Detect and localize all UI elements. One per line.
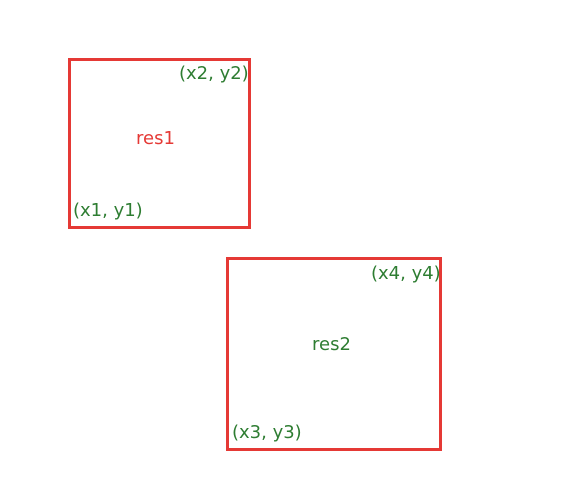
res1-label: res1 bbox=[136, 128, 175, 149]
res2-top-right-coord-label: (x4, y4) bbox=[371, 263, 441, 284]
res1-bottom-left-coord-label: (x1, y1) bbox=[73, 200, 143, 221]
res1-box bbox=[68, 58, 251, 229]
res1-top-right-coord-label: (x2, y2) bbox=[179, 63, 249, 84]
res2-bottom-left-coord-label: (x3, y3) bbox=[232, 422, 302, 443]
res2-box bbox=[226, 257, 442, 451]
res2-label: res2 bbox=[312, 334, 351, 355]
